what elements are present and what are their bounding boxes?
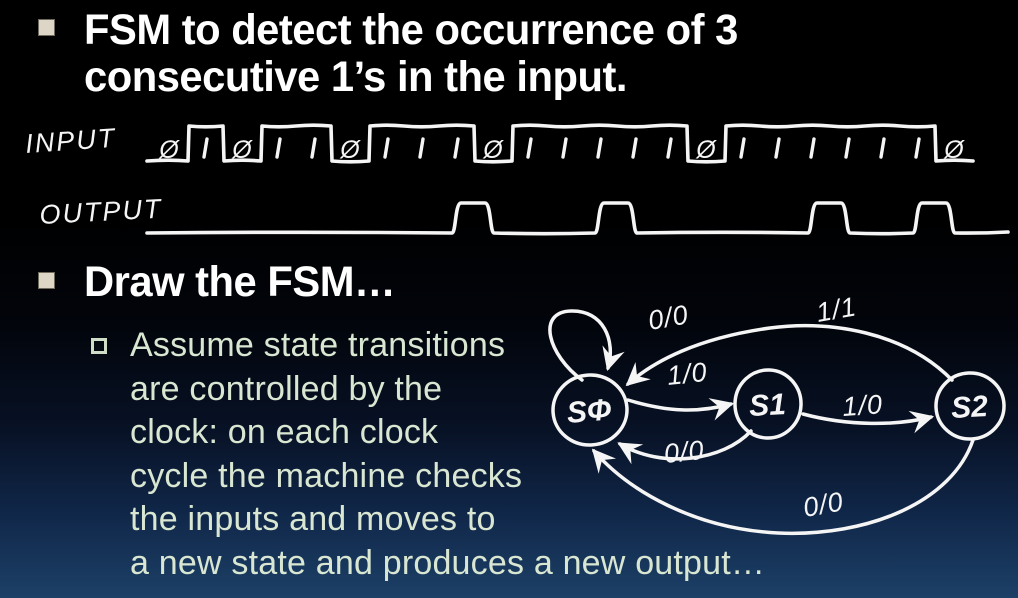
input-one-mark [275, 137, 282, 159]
input-zero-mark: Ø [339, 136, 361, 164]
input-waveform [145, 123, 975, 164]
input-zero-mark: Ø [231, 136, 253, 164]
input-one-mark [879, 137, 886, 159]
sub-bullet-icon [91, 338, 107, 354]
input-zero-mark: Ø [943, 136, 965, 164]
input-one-mark [383, 137, 390, 159]
fsm-state-s1-circle [733, 368, 803, 440]
slide-title-line-1: FSM to detect the occurrence of 3 [84, 6, 738, 54]
input-one-mark [526, 137, 533, 159]
input-one-mark [418, 137, 425, 159]
fsm-edge-label-s0-s1: 1/0 [665, 357, 708, 391]
output-waveform [145, 201, 1010, 236]
input-one-mark [774, 137, 781, 159]
fsm-edge-s2-to-s0-top [625, 323, 954, 387]
fsm-state-s2-circle [934, 371, 1006, 441]
fsm-state-s1-label: S1 [748, 388, 786, 423]
output-waveform-label: OUTPUT [39, 194, 164, 230]
fsm-state-s0-label: SΦ [565, 393, 613, 430]
input-one-mark [561, 137, 568, 159]
sub-bullet-text-line-4: cycle the machine checks [130, 457, 523, 495]
input-one-mark [310, 137, 317, 159]
title-bullet-icon [38, 19, 55, 36]
fsm-edge-s1-to-s2 [801, 410, 935, 434]
fsm-edge-label-s1-s0: 0/0 [662, 435, 705, 469]
input-one-mark [914, 137, 921, 159]
input-one-mark [739, 137, 746, 159]
input-zero-mark: Ø [482, 136, 504, 164]
fsm-edge-label-s0-self: 0/0 [646, 299, 691, 336]
input-zero-mark: Ø [158, 136, 180, 164]
fsm-edge-s1-to-s0 [617, 429, 753, 465]
input-one-mark [453, 137, 460, 159]
fsm-state-s2-label: S2 [950, 390, 989, 425]
input-zero-mark: Ø [695, 136, 717, 164]
fsm-edge-label-s2-s0-top: 1/1 [814, 291, 859, 328]
fsm-edge-s0-self [548, 309, 625, 382]
slide-title-line-2: consecutive 1’s in the input. [84, 53, 627, 101]
sub-bullet-text-line-2: are controlled by the [130, 370, 443, 408]
draw-fsm-bullet-icon [38, 272, 55, 289]
input-one-mark [844, 137, 851, 159]
sub-bullet-text-line-1: Assume state transitions [130, 326, 506, 364]
fsm-edge-label-s2-s0-bottom: 0/0 [801, 486, 846, 523]
input-one-mark [809, 137, 816, 159]
sub-bullet-text-line-5: the inputs and moves to [130, 500, 496, 538]
fsm-diagram [548, 309, 1006, 536]
fsm-state-s0-circle [551, 373, 629, 447]
fsm-edge-s0-to-s1 [626, 398, 735, 421]
input-waveform-label: INPUT [24, 123, 117, 159]
fsm-edge-s2-to-s0-bottom [591, 438, 975, 536]
input-one-mark [596, 137, 603, 159]
input-one-mark [666, 137, 673, 159]
fsm-edge-label-s1-s2: 1/0 [841, 389, 884, 422]
sub-bullet-text-line-3: clock: on each clock [130, 413, 439, 451]
input-one-mark [202, 137, 209, 159]
input-one-mark [631, 137, 638, 159]
draw-fsm-heading: Draw the FSM… [84, 258, 396, 306]
sub-bullet-text-line-6: a new state and produces a new output… [130, 544, 766, 582]
